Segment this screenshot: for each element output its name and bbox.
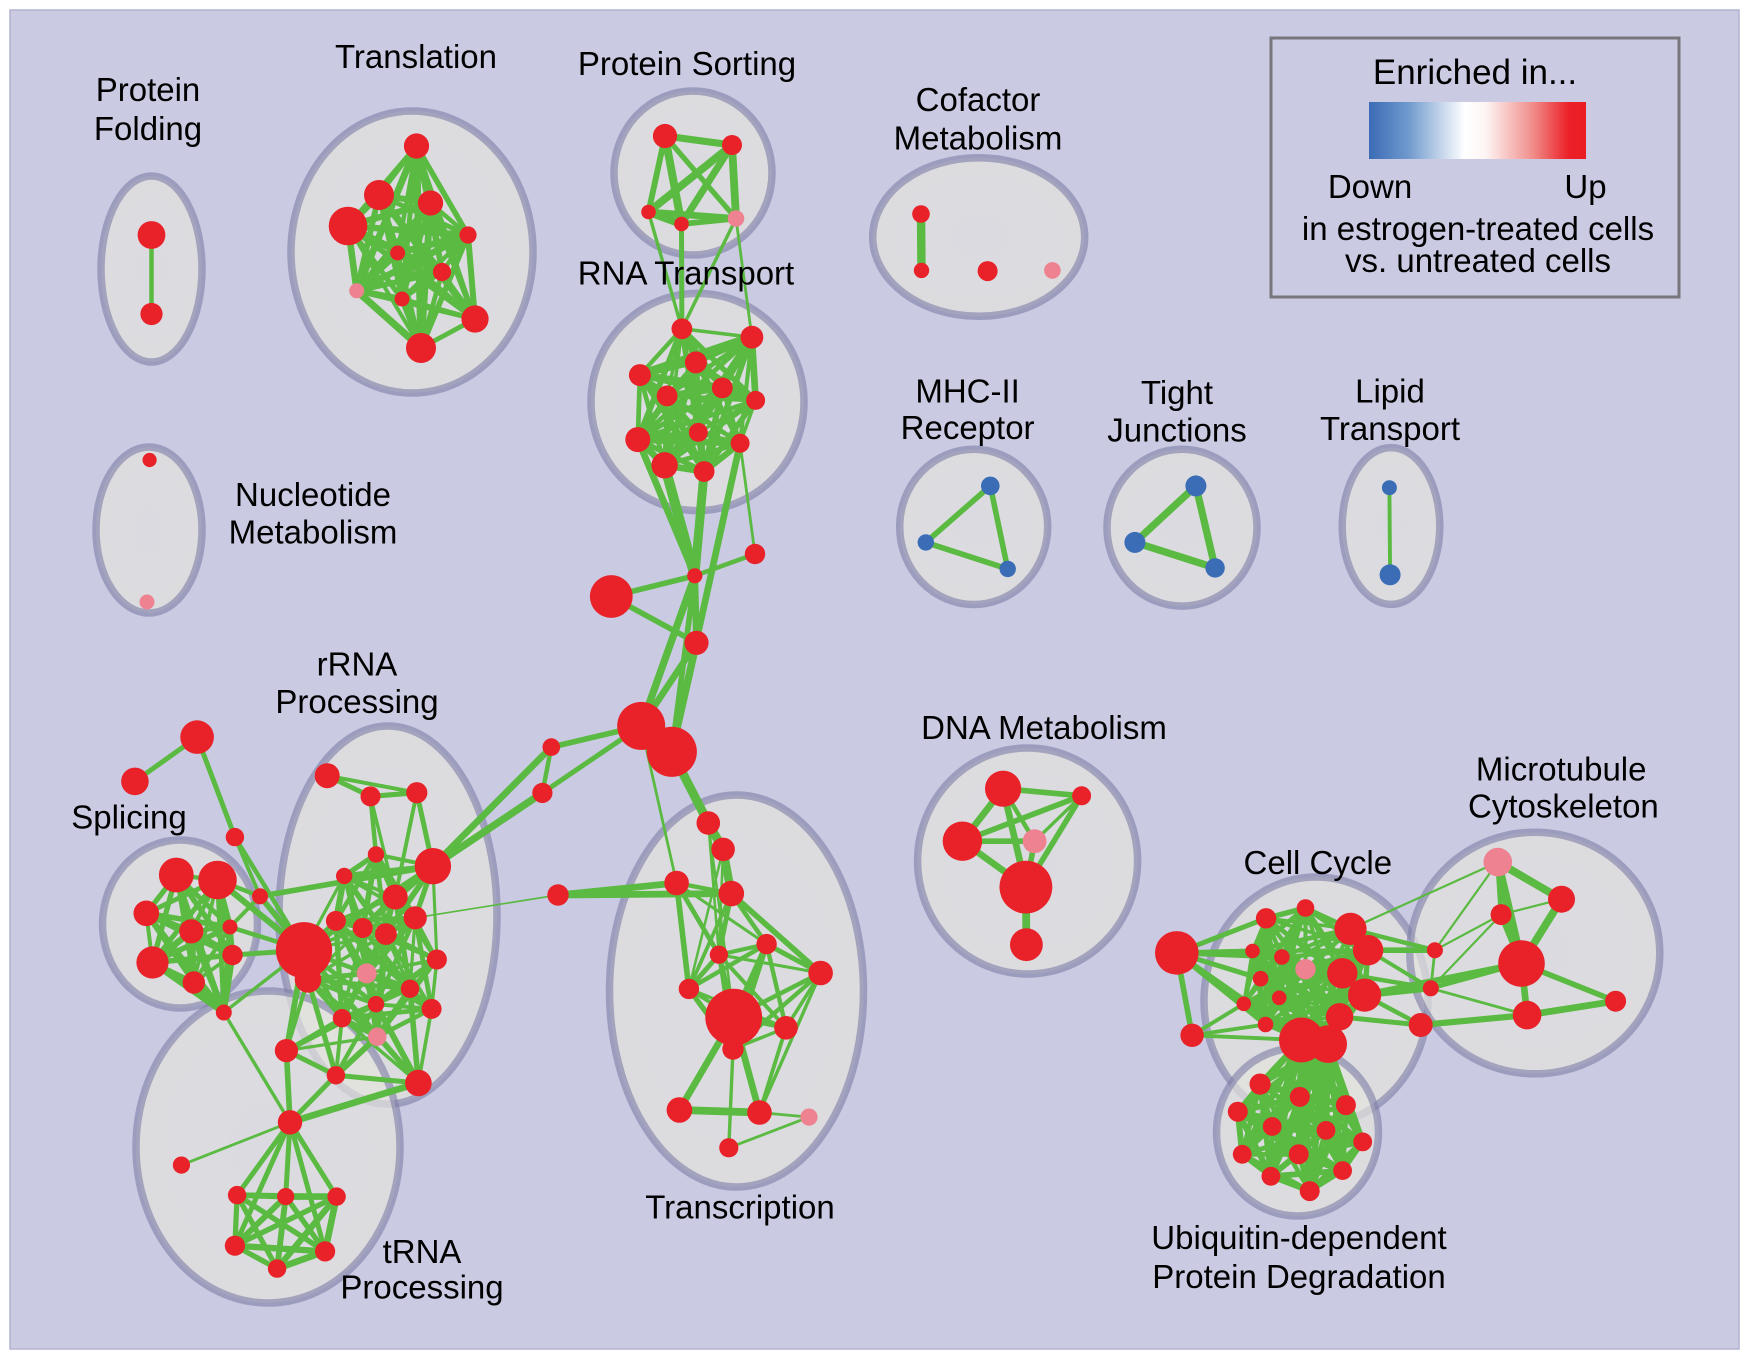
svg-text:Ubiquitin-dependent: Ubiquitin-dependent: [1151, 1219, 1446, 1256]
svg-text:Processing: Processing: [340, 1269, 503, 1306]
svg-text:Transcription: Transcription: [645, 1189, 835, 1226]
svg-text:Metabolism: Metabolism: [229, 514, 398, 551]
svg-text:Cofactor: Cofactor: [916, 81, 1041, 118]
svg-text:Receptor: Receptor: [901, 409, 1035, 446]
svg-text:Splicing: Splicing: [71, 799, 187, 836]
svg-text:rRNA: rRNA: [317, 646, 398, 683]
svg-text:Microtubule: Microtubule: [1476, 751, 1647, 788]
svg-text:Protein: Protein: [96, 71, 201, 108]
svg-text:in estrogen-treated cells: in estrogen-treated cells: [1302, 210, 1654, 247]
svg-text:tRNA: tRNA: [383, 1233, 462, 1270]
svg-text:Tight: Tight: [1141, 374, 1213, 411]
svg-text:Transport: Transport: [1320, 410, 1460, 447]
svg-text:Junctions: Junctions: [1107, 411, 1246, 448]
svg-text:Protein Sorting: Protein Sorting: [578, 45, 796, 82]
svg-text:Up: Up: [1564, 168, 1606, 205]
svg-text:Nucleotide: Nucleotide: [235, 476, 391, 513]
svg-text:Lipid: Lipid: [1355, 372, 1425, 409]
svg-text:Processing: Processing: [275, 683, 438, 720]
svg-text:MHC-II: MHC-II: [915, 372, 1019, 409]
svg-text:Metabolism: Metabolism: [894, 120, 1063, 157]
svg-text:Cell Cycle: Cell Cycle: [1244, 844, 1393, 881]
svg-text:Down: Down: [1328, 168, 1412, 205]
svg-text:DNA Metabolism: DNA Metabolism: [921, 709, 1167, 746]
svg-text:Protein Degradation: Protein Degradation: [1152, 1258, 1446, 1295]
svg-text:vs. untreated cells: vs. untreated cells: [1345, 242, 1611, 279]
svg-text:RNA Transport: RNA Transport: [578, 254, 794, 291]
svg-text:Enriched in...: Enriched in...: [1373, 53, 1577, 92]
svg-text:Cytoskeleton: Cytoskeleton: [1468, 788, 1659, 825]
svg-text:Translation: Translation: [335, 38, 497, 75]
svg-text:Folding: Folding: [94, 110, 202, 147]
